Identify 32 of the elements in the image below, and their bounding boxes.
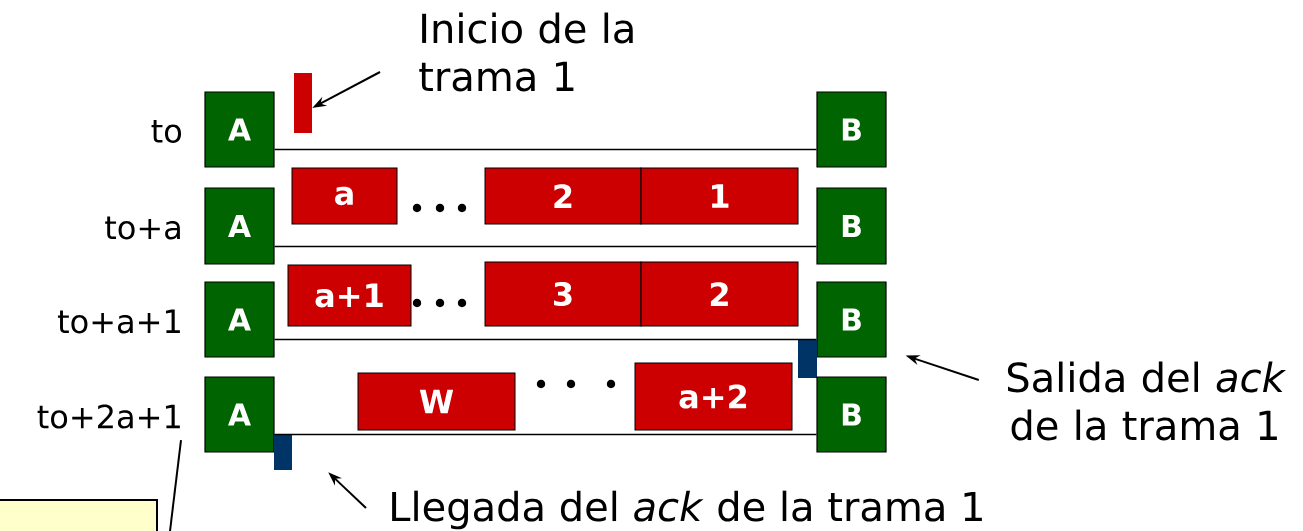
frame-box: 3 — [484, 261, 642, 327]
station-box: A — [204, 91, 275, 168]
callout-text: Inicio de la trama 1 — [419, 12, 633, 92]
medium-line — [273, 338, 818, 341]
station-box: B — [816, 281, 887, 358]
station-box: A — [204, 281, 275, 358]
station-box: A — [204, 376, 275, 453]
time-label: to+a — [105, 216, 180, 240]
note-box — [0, 499, 158, 531]
medium-line — [273, 245, 818, 248]
time-label: to — [151, 120, 182, 143]
time-label: to+a+1 — [57, 309, 180, 334]
frame-box: W — [357, 372, 516, 431]
leader-line — [169, 439, 182, 531]
frame-box: 2 — [484, 167, 642, 225]
ack-bar — [798, 340, 817, 378]
callout-text: Llegada del ack de la trama 1 — [392, 490, 982, 530]
medium-line — [273, 148, 818, 151]
station-box: B — [816, 91, 887, 168]
frame-box: 2 — [640, 261, 799, 327]
frame-start-bar — [294, 73, 312, 133]
ack-bar — [274, 434, 292, 470]
station-box: B — [816, 187, 887, 265]
station-box: A — [204, 187, 275, 265]
frame-box: a+2 — [634, 362, 793, 431]
callout-text: Salida del ack de la trama 1 — [1007, 361, 1287, 441]
medium-line — [273, 433, 818, 436]
frame-box: a+1 — [287, 264, 412, 327]
station-box: B — [816, 376, 887, 453]
frame-box: a — [291, 167, 398, 225]
time-label: to+2a+1 — [37, 404, 180, 429]
frame-box: 1 — [640, 167, 799, 225]
